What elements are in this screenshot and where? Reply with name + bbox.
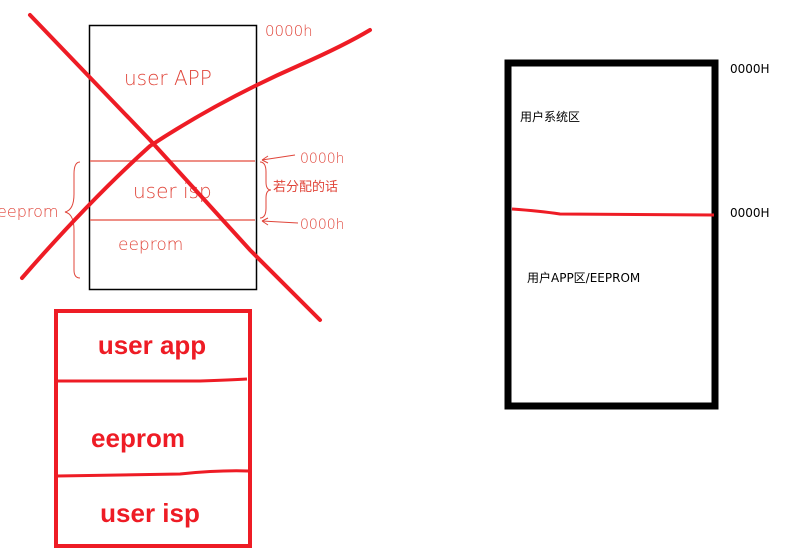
right-addr-top: 0000H <box>730 62 770 76</box>
proposed-region-user-app: user app <box>98 330 206 360</box>
region-user-system: 用户系统区 <box>520 109 580 124</box>
strike-line-1 <box>28 13 322 322</box>
region-user-isp: user isp <box>133 179 212 203</box>
right-divider <box>511 207 715 217</box>
divider-eeprom-isp <box>56 469 249 478</box>
arrow-isp-end <box>261 217 299 226</box>
brace-label-eeprom: eeprom <box>0 202 58 221</box>
left-brace <box>64 161 81 279</box>
allocation-note: 若分配的话 <box>273 179 338 195</box>
old-map-box <box>88 24 258 291</box>
proposed-map-box <box>54 309 252 548</box>
right-addr-mid: 0000H <box>730 206 770 220</box>
proposed-memory-map: user app eeprom user isp <box>54 309 252 548</box>
strike-line-2 <box>20 28 372 280</box>
addr-top: 0000h <box>265 22 313 40</box>
addr-isp-start: 0000h <box>300 151 345 167</box>
right-memory-map: 用户系统区 用户APP区/EEPROM 0000H 0000H <box>504 59 770 410</box>
divider-app-eeprom <box>57 377 248 383</box>
region-user-app-eeprom: 用户APP区/EEPROM <box>527 270 640 285</box>
addr-isp-end: 0000h <box>300 217 345 233</box>
proposed-region-user-isp: user isp <box>100 498 200 528</box>
region-eeprom: eeprom <box>118 235 183 255</box>
arrow-isp-start <box>261 154 296 164</box>
proposed-region-eeprom: eeprom <box>91 423 185 453</box>
old-memory-map: user APP user isp eeprom 0000h 0000h 000… <box>0 13 372 322</box>
right-map-box <box>504 59 719 410</box>
right-brace <box>259 161 272 219</box>
region-user-app: user APP <box>124 66 212 90</box>
